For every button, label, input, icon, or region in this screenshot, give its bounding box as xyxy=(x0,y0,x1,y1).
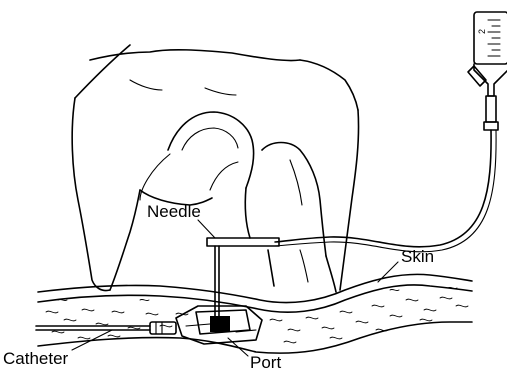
needle-label: Needle xyxy=(147,202,201,221)
needle-leader-line xyxy=(198,220,215,238)
extension-tubing xyxy=(275,130,491,247)
skin-label: Skin xyxy=(401,247,434,266)
implanted-port xyxy=(176,306,262,344)
syringe: 2 xyxy=(468,12,507,130)
catheter-label: Catheter xyxy=(3,349,69,368)
syringe-scale-mark: 2 xyxy=(477,29,487,34)
port-label: Port xyxy=(250,353,281,371)
skin-leader-line xyxy=(378,262,398,282)
catheter-line xyxy=(36,322,176,334)
